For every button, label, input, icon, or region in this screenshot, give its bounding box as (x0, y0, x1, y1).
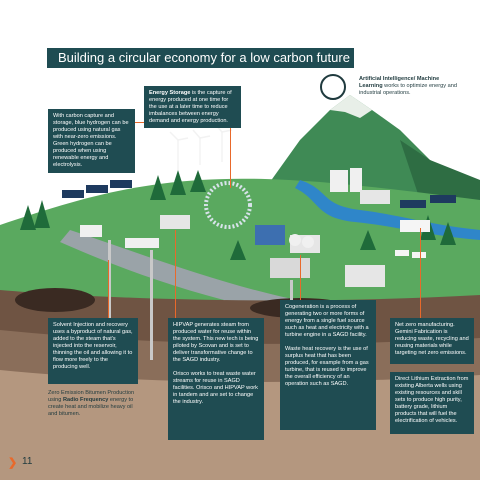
callout-lithium: Direct Lithium Extraction from existing … (390, 372, 474, 434)
callout-zero-emission: Zero Emission Bitumen Production using R… (48, 390, 138, 418)
page-title: Building a circular economy for a low ca… (58, 50, 350, 65)
wind-turbines (169, 123, 233, 170)
solar-panels (62, 180, 456, 208)
title-bar (47, 48, 354, 68)
tree-cluster (20, 170, 456, 260)
callout-ai-ml: Artificial Intelligence/ Machine Learnin… (359, 76, 459, 97)
callout-lithium-text: Direct Lithium Extraction from existing … (395, 376, 469, 424)
callout-cogeneration-text: Cogeneration is a process of generating … (285, 304, 369, 338)
well-pipe (150, 250, 153, 360)
page-number: 11 (22, 456, 33, 467)
callout-net-zero-text: Net zero manufacturing. Gemini Fabricati… (395, 322, 469, 356)
well-pipe (108, 240, 111, 360)
callout-ai-ml-lead: Artificial Intelligence/ Machine Learnin… (359, 76, 440, 89)
river (295, 180, 480, 240)
callout-orisco-text: Orisco works to treat waste water stream… (173, 371, 258, 405)
callout-ai-ml-text: works to optimize energy and industrial … (359, 83, 457, 96)
leader-line (175, 230, 176, 318)
callout-solvent-text: Solvent Injection and recovery uses a by… (53, 322, 133, 370)
callout-zero-emission-text: energy to create heat and mobilize heavy… (48, 397, 134, 417)
callout-solvent: Solvent Injection and recovery uses a by… (48, 318, 138, 384)
callout-zero-emission-pre: Zero Emission Bitumen Production using (48, 390, 135, 403)
callout-waste-heat-text: Waste heat recovery is the use of surplu… (285, 346, 369, 387)
callout-net-zero: Net zero manufacturing. Gemini Fabricati… (390, 318, 474, 364)
callout-hipvap-text: HIPVAP generates steam from produced wat… (173, 322, 259, 363)
mountain-snow (330, 95, 372, 118)
callout-energy-storage: Energy Storage is the capture of energy … (144, 86, 241, 128)
callout-hydrogen-text: With carbon capture and storage, blue hy… (53, 113, 129, 168)
callout-hydrogen: With carbon capture and storage, blue hy… (48, 109, 135, 173)
solar-array-ring (204, 181, 252, 229)
leader-line (420, 228, 421, 318)
callout-hipvap-orisco: HIPVAP generates steam from produced wat… (168, 318, 264, 440)
callout-cogeneration: Cogeneration is a process of generating … (280, 300, 376, 430)
callout-energy-storage-text: is the capture of energy produced at one… (149, 90, 232, 124)
reservoir (15, 288, 95, 312)
leader-line (108, 260, 109, 318)
callout-zero-emission-lead: Radio Frequency (62, 397, 109, 403)
industrial-facility (80, 168, 430, 287)
chevron-right-icon: ❯ (8, 457, 18, 469)
brain-icon (320, 74, 346, 100)
leader-line (230, 128, 231, 188)
callout-energy-storage-lead: Energy Storage (149, 90, 191, 96)
leader-line (300, 255, 301, 300)
